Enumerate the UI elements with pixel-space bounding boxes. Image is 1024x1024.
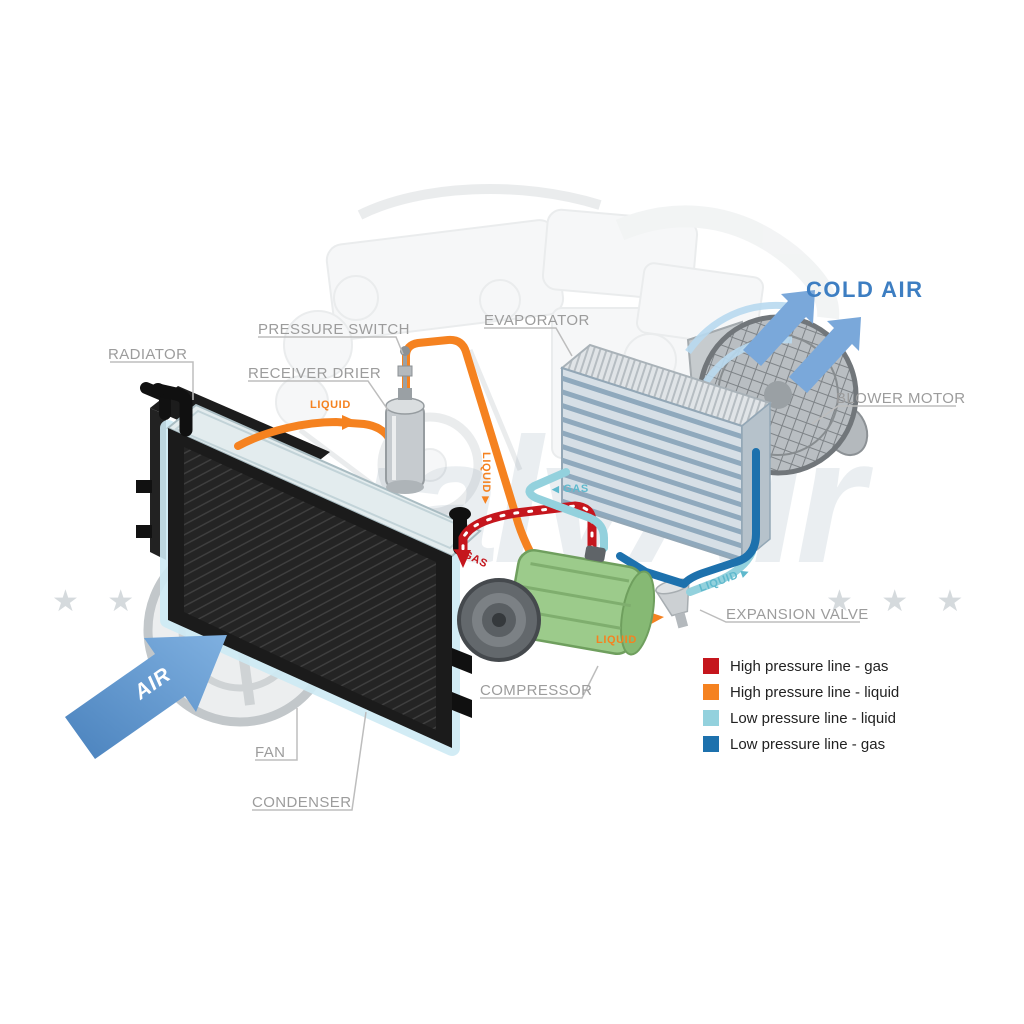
legend-label: Low pressure line - liquid [730,709,896,727]
legend-label: High pressure line - liquid [730,683,900,701]
cold-air-arrows [743,290,861,393]
label-cold-air: COLD AIR [806,277,924,302]
label-condenser: CONDENSER [252,794,352,811]
legend-swatch-high-pressure-liquid [703,684,719,700]
flow-text: LIQUID [596,634,637,646]
legend-row: High pressure line - gas [703,653,899,679]
label-fan: FAN [255,744,286,761]
low-pressure-gas-line [616,448,760,588]
flow-label-gas-suction: ◀ GAS [552,483,589,495]
legend-row: Low pressure line - gas [703,731,899,757]
flow-label-liquid-to-drier: LIQUID [310,399,351,411]
cold-air-arrow-2 [789,317,861,393]
label-radiator: RADIATOR [108,346,188,363]
label-expansion-valve: EXPANSION VALVE [726,606,869,623]
flow-text: LIQUID [480,452,492,493]
watermark-stars-right: ★ ★ ★ [826,585,974,618]
flow-label-liquid-to-valve: LIQUID [596,634,637,646]
flow-text: LIQUID [310,399,351,411]
legend: High pressure line - gas High pressure l… [703,653,899,757]
flow-text: GAS [563,483,589,495]
leader-lines [110,327,956,811]
compressor-graphic [457,545,656,662]
label-evaporator: EVAPORATOR [484,312,590,329]
legend-label: Low pressure line - gas [730,735,886,753]
label-pressure-switch: PRESSURE SWITCH [258,321,410,338]
flow-arrow-icon: ▶ [481,496,491,505]
flow-label-liquid-drop: LIQUID ▶ [480,452,492,504]
legend-swatch-low-pressure-liquid [703,710,719,726]
legend-swatch-high-pressure-gas [703,658,719,674]
label-blower-motor: BLOWER MOTOR [836,390,966,407]
label-compressor: COMPRESSOR [480,682,593,699]
legend-row: High pressure line - liquid [703,679,899,705]
receiver-drier-graphic [385,388,425,494]
air-intake-arrow [65,635,227,759]
flow-arrow-icon: ◀ [552,484,560,494]
label-receiver-drier: RECEIVER DRIER [248,365,382,382]
cold-air-arrow-1 [743,290,815,366]
legend-label: High pressure line - gas [730,657,889,675]
legend-row: Low pressure line - liquid [703,705,899,731]
legend-swatch-low-pressure-gas [703,736,719,752]
